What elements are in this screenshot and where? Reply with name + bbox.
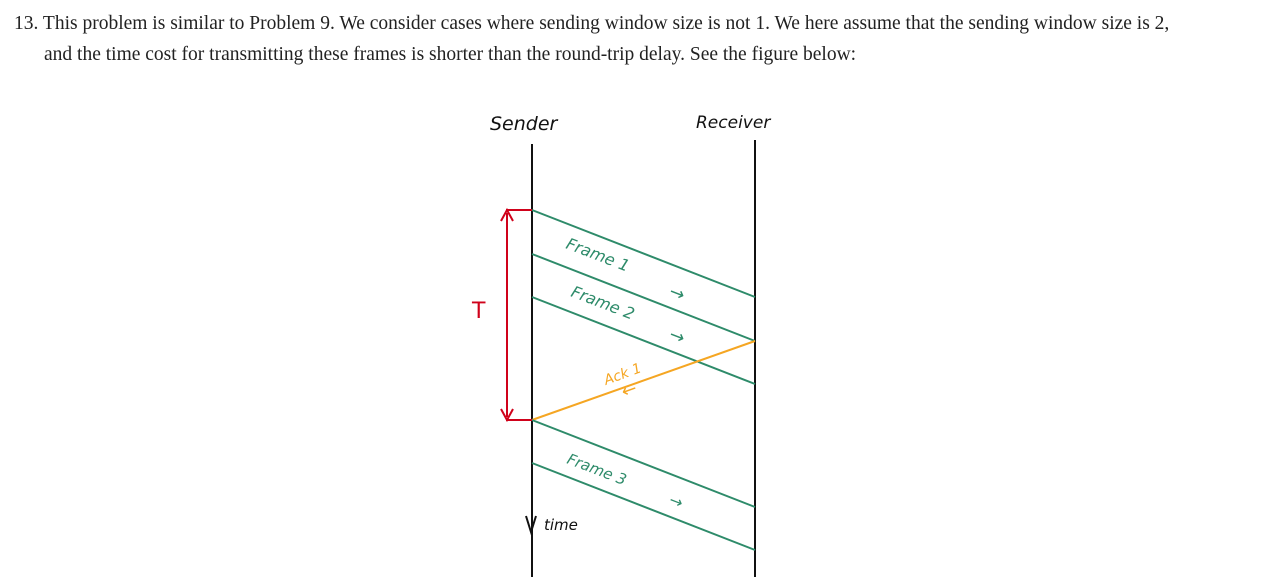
frame-1-band: [531, 209, 756, 342]
frame-3-label: Frame 3: [565, 450, 629, 489]
frame-3-arrow: →: [667, 490, 686, 513]
ack-1-line: [531, 340, 756, 421]
frame-2-arrow: →: [666, 324, 688, 349]
frame-3-band: [531, 419, 756, 551]
ack-1-arrow: ←: [619, 378, 640, 403]
frame-2-label: Frame 2: [569, 282, 638, 323]
problem-number: 13.: [14, 13, 39, 34]
receiver-label: Receiver: [696, 113, 771, 133]
time-arrow-icon: [525, 515, 537, 536]
sender-label: Sender: [490, 113, 559, 135]
problem-text-line1: This problem is similar to Problem 9. We…: [42, 13, 1170, 34]
problem-statement: 13. This problem is similar to Problem 9…: [14, 8, 1280, 70]
interval-t-label: T: [471, 299, 486, 324]
problem-text-line2: and the time cost for transmitting these…: [44, 44, 857, 65]
frame-2-band: [531, 296, 756, 385]
time-label: time: [544, 516, 578, 534]
interval-t-bracket: [500, 207, 532, 423]
frame-1-arrow: →: [666, 281, 688, 306]
sliding-window-diagram: Sender Receiver Frame 1 → Frame 2 → Ack …: [440, 96, 860, 577]
